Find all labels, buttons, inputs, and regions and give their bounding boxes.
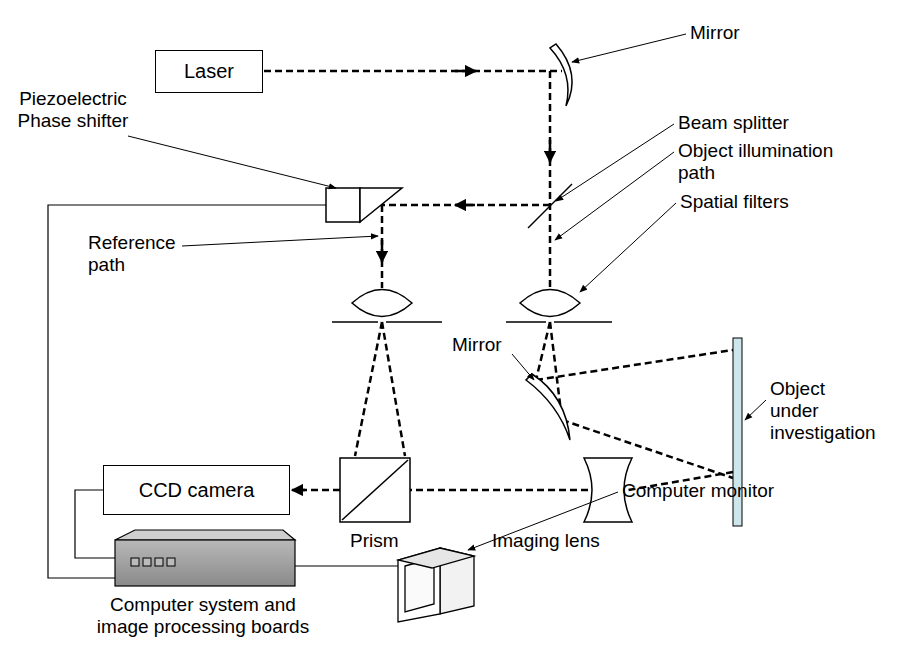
mirror bbox=[550, 44, 572, 106]
part-label: Piezoelectric Phase shifter bbox=[8, 88, 138, 132]
case-button bbox=[155, 558, 163, 566]
prism bbox=[340, 458, 410, 522]
computer-unit: Computer system and image processing boa… bbox=[83, 528, 323, 638]
part-label: Spatial filters bbox=[680, 191, 789, 213]
beam-arrows bbox=[292, 71, 550, 490]
laser-beams bbox=[264, 71, 733, 490]
computer-case-shape bbox=[83, 528, 323, 590]
part-label: Mirror bbox=[452, 334, 502, 356]
control-wire bbox=[48, 205, 326, 578]
part-label: Object illumination path bbox=[678, 140, 863, 184]
part-label: Imaging lens bbox=[492, 530, 600, 552]
spatial-filter-lens bbox=[520, 290, 580, 317]
spatial-filter-lens bbox=[352, 290, 412, 317]
node-label: Laser bbox=[184, 60, 234, 83]
part-label: Reference path bbox=[88, 232, 176, 276]
case-button bbox=[167, 558, 175, 566]
part-label: Beam splitter bbox=[678, 112, 789, 134]
phase-shifter-body bbox=[326, 188, 360, 222]
beam-splitter bbox=[528, 184, 572, 228]
camera-box: CCD camera bbox=[103, 465, 290, 515]
case-button bbox=[131, 558, 139, 566]
phase-shifter-mirror bbox=[360, 188, 402, 222]
laser-box: Laser bbox=[155, 50, 263, 93]
case-top bbox=[115, 530, 295, 540]
part-label: Object under investigation bbox=[770, 378, 876, 444]
case-button bbox=[143, 558, 151, 566]
node-label: Computer system and image processing boa… bbox=[83, 594, 323, 638]
mirror bbox=[526, 374, 570, 440]
part-label: Prism bbox=[350, 530, 399, 552]
computer-monitor-icon bbox=[398, 548, 474, 622]
part-label: Mirror bbox=[690, 22, 740, 44]
node-label: CCD camera bbox=[139, 479, 255, 502]
pinhole-plates bbox=[332, 321, 612, 323]
case-front bbox=[115, 540, 295, 586]
prism-diagonal bbox=[342, 460, 408, 520]
monitor-cable bbox=[290, 565, 398, 566]
part-label: Computer monitor bbox=[622, 480, 774, 502]
